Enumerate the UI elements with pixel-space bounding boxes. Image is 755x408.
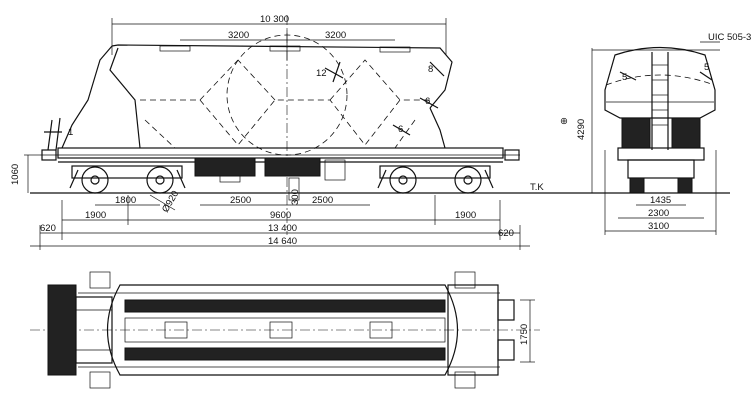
dim-3200-left: 3200: [228, 30, 249, 41]
end-view: UIC 505-3 ⊕ 4290 5 5 1435 2300: [560, 32, 751, 235]
dim-1900-left: 1900: [85, 210, 106, 221]
dim-1060: 1060: [10, 164, 21, 185]
dim-620-right: 620: [498, 228, 514, 239]
dim-3200-right: 3200: [325, 30, 346, 41]
dim-9600: 9600: [270, 210, 291, 221]
dim-1750: 1750: [519, 324, 530, 345]
dim-2500-left: 2500: [230, 195, 251, 206]
dim-2500-right: 2500: [312, 195, 333, 206]
dim-1435: 1435: [650, 195, 671, 206]
right-bogie: [377, 165, 494, 194]
dim-10300: 10 300: [260, 14, 289, 25]
dim-1900-right: 1900: [455, 210, 476, 221]
angle-5-left: 5: [622, 72, 627, 83]
top-view: 1750: [30, 271, 540, 389]
dim-14640: 14 640: [268, 236, 297, 247]
side-view: 10 300 3200 3200 12 8 6 6 1: [10, 14, 600, 250]
dim-1800: 1800: [115, 195, 136, 206]
dim-2300: 2300: [648, 208, 669, 219]
dim-4290: 4290: [576, 119, 587, 140]
dim-13400: 13 400: [268, 223, 297, 234]
angle-6-lower: 6: [398, 124, 403, 135]
dim-620-left: 620: [40, 223, 56, 234]
angle-5-right: 5: [704, 62, 709, 73]
gauge-label: UIC 505-3: [708, 32, 751, 43]
dim-300: 300: [290, 189, 301, 205]
angle-1: 1: [68, 127, 73, 138]
rail-label: T.K: [530, 182, 544, 193]
left-bogie: [69, 165, 186, 194]
angle-6-upper: 6: [425, 96, 430, 107]
centre-marker: ⊕: [560, 116, 568, 127]
angle-12: 12: [316, 68, 327, 79]
angle-8: 8: [428, 64, 433, 75]
dim-3100: 3100: [648, 221, 669, 232]
